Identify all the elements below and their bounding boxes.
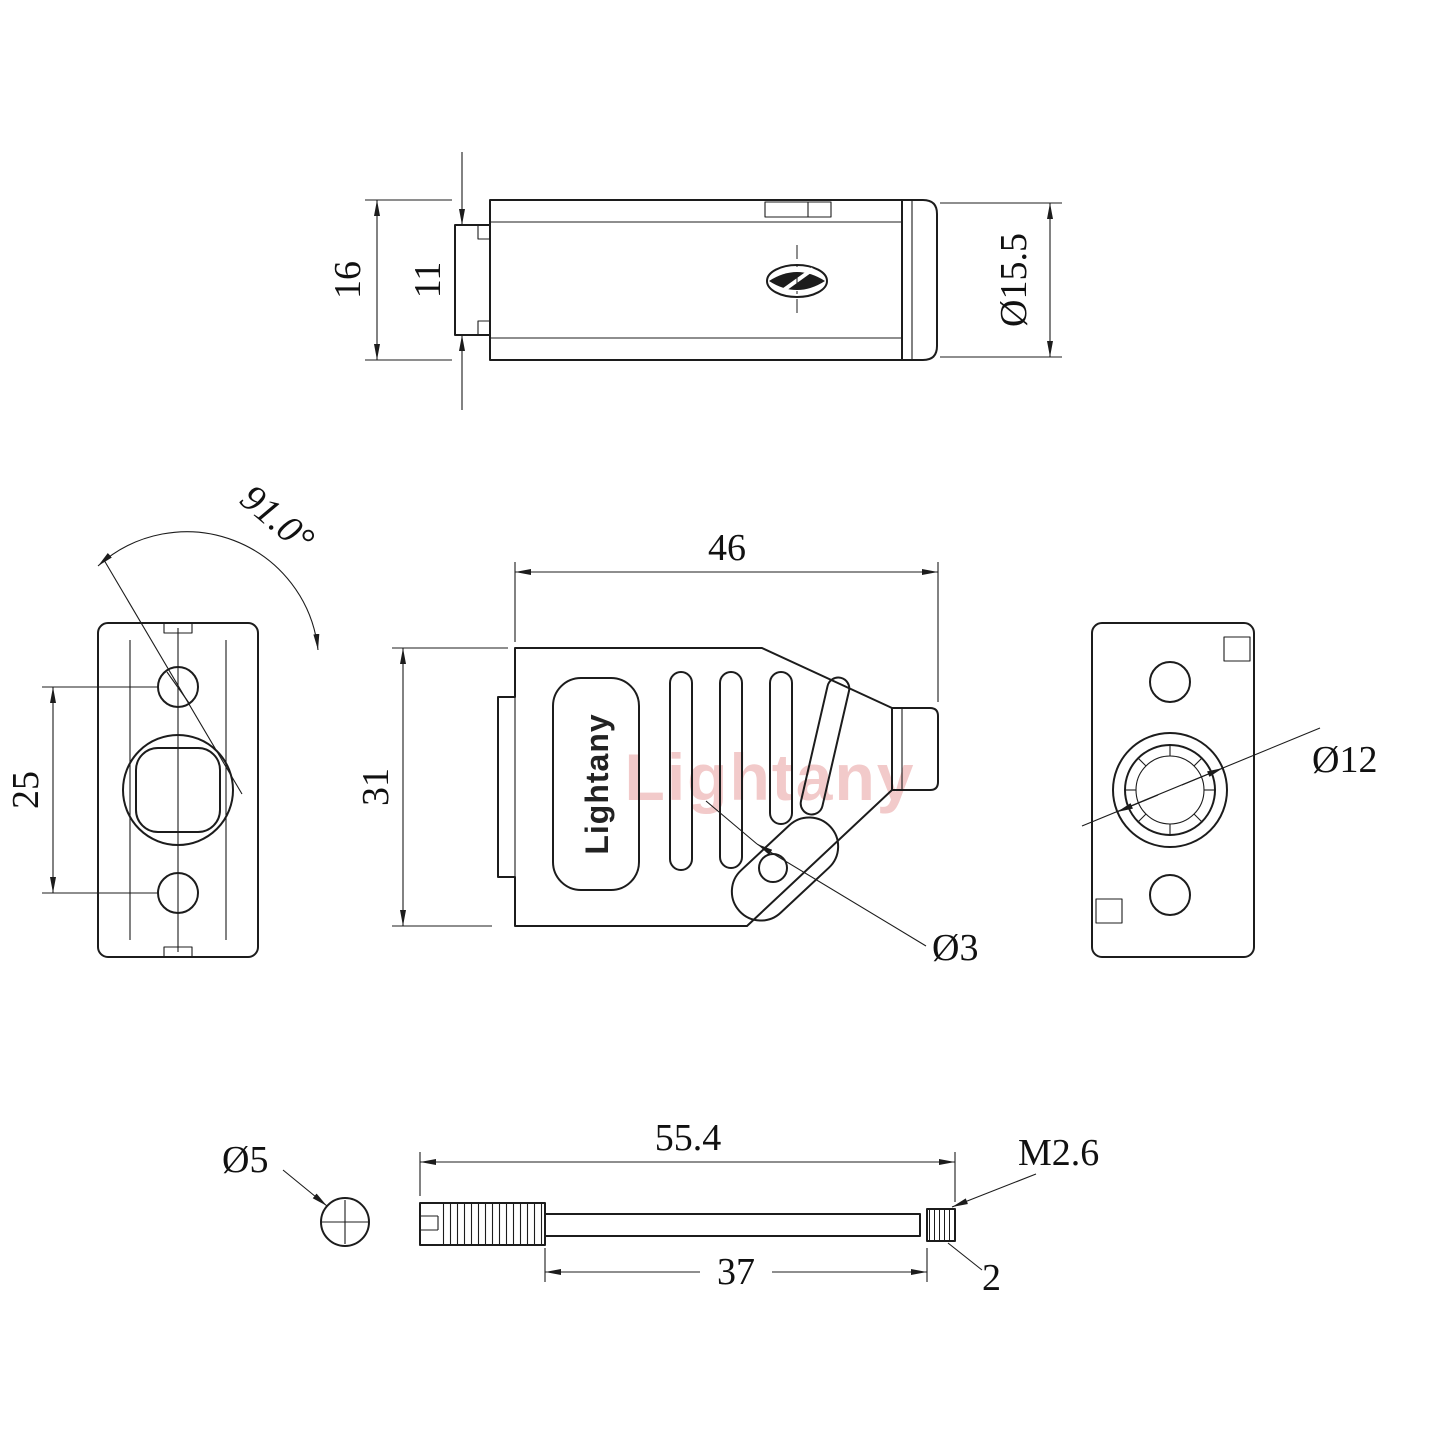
top-view-dimensions: 16 11 Ø15.5 [327, 152, 1062, 410]
side-view: Lightany [497, 647, 939, 927]
dim-46-label: 46 [708, 527, 746, 569]
dim-31-label: 31 [355, 768, 397, 806]
rear-view-dimensions: Ø12 [1081, 727, 1377, 827]
screw-head-top-icon [766, 245, 828, 318]
dim-16-label: 16 [327, 261, 369, 299]
screw-dimensions: Ø5 55.4 37 M2.6 2 [222, 1117, 1099, 1299]
top-view [454, 199, 938, 361]
dim-thread-spec-label: M2.6 [1018, 1132, 1099, 1174]
front-end-view [97, 622, 259, 958]
dim-thread-tip-label: 2 [982, 1257, 1001, 1299]
dim-25-label: 25 [5, 771, 47, 809]
dim-total-length-label: 55.4 [655, 1117, 722, 1159]
dim-clamp-dia-label: Ø12 [1312, 739, 1377, 781]
front-view-dimensions: 25 91.0° [5, 477, 322, 894]
rear-end-view [1091, 622, 1255, 958]
dim-head-dia-label: Ø5 [222, 1139, 268, 1181]
logo-text: Lightany [579, 713, 615, 854]
side-view-dimensions: 46 31 Ø3 [355, 527, 978, 969]
dim-11-label: 11 [407, 262, 449, 299]
dim-slot-dia-label: Ø3 [932, 927, 978, 969]
dim-angle-label: 91.0° [232, 477, 322, 562]
dim-shaft-length-label: 37 [717, 1251, 755, 1293]
screw-view [320, 1197, 956, 1247]
dim-cable-dia-label: Ø15.5 [993, 233, 1035, 327]
